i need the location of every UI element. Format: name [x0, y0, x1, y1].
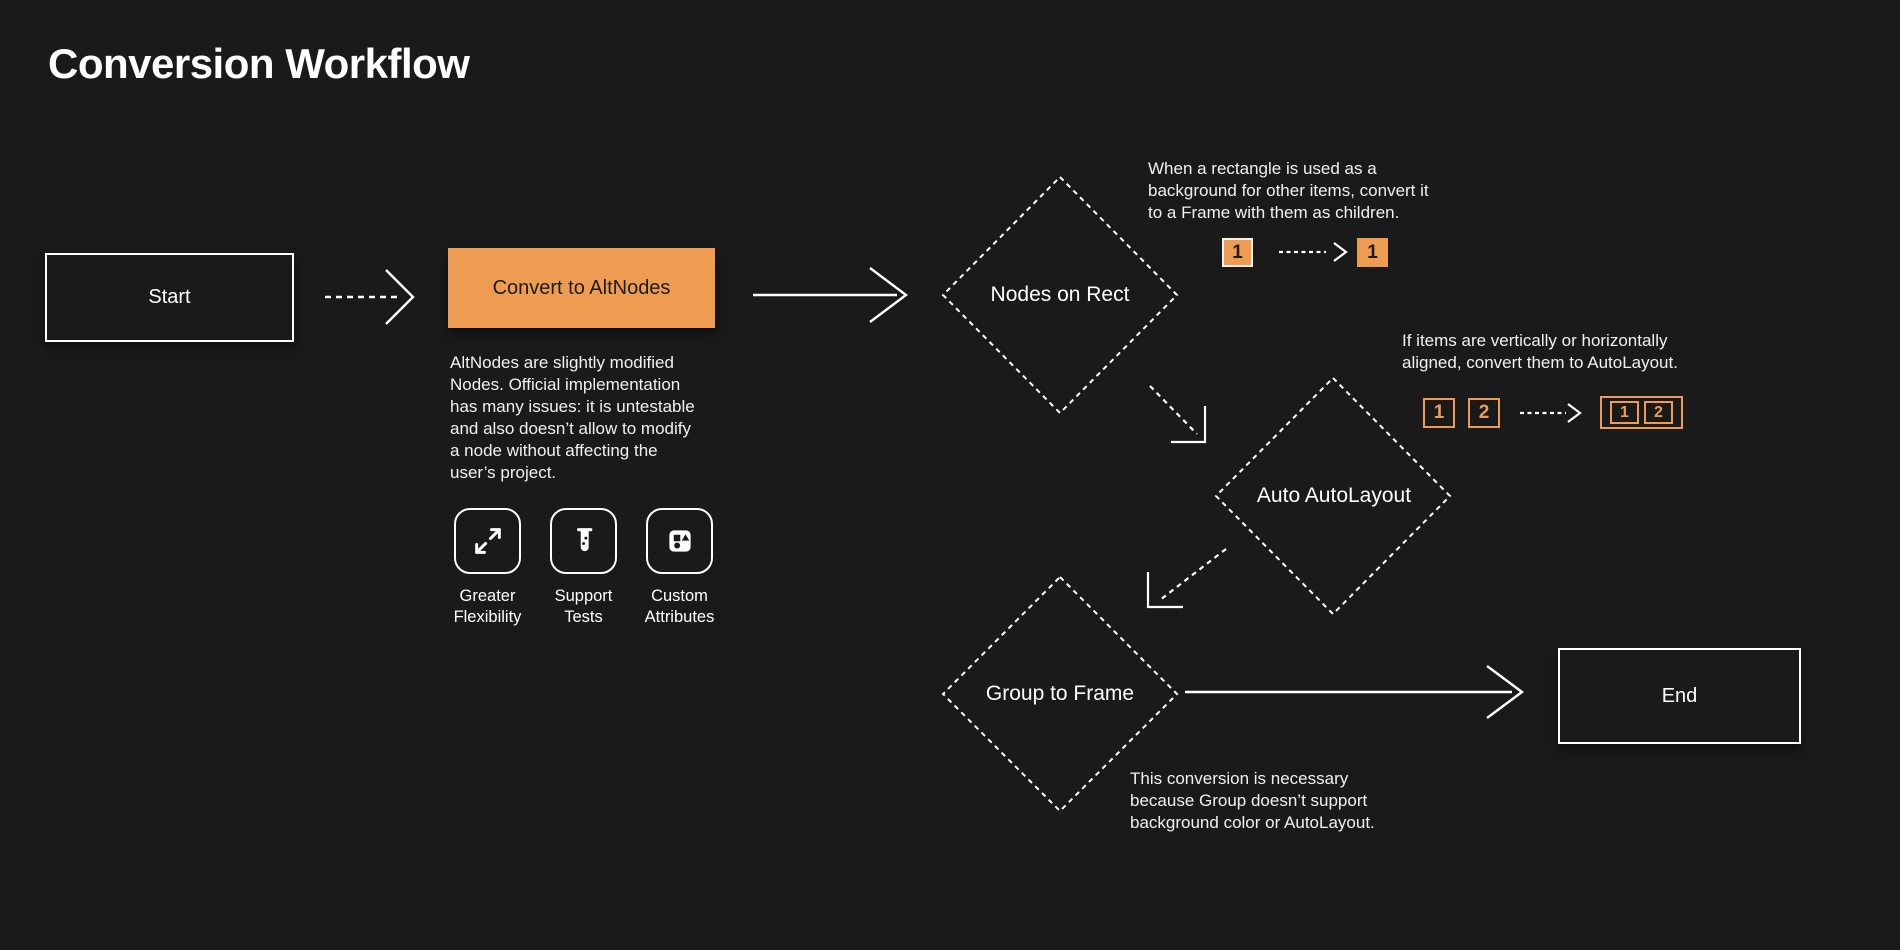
rect-note-text: When a rectangle is used as a background… [1148, 159, 1429, 222]
autolayout-after-box-2: 2 [1644, 401, 1673, 424]
feature-greater-flexibility: Greater Flexibility [444, 508, 531, 628]
group-to-frame-label: Group to Frame [985, 682, 1135, 705]
start-node-label: Start [148, 286, 191, 308]
end-node-label: End [1661, 684, 1698, 707]
autolayout-after-box-1: 1 [1610, 401, 1639, 424]
convert-node-label: Convert to AltNodes [492, 276, 671, 299]
arrow-convert-to-nodes-on-rect [753, 267, 908, 323]
convert-to-altnodes-node: Convert to AltNodes [448, 248, 715, 328]
end-node: End [1558, 648, 1801, 744]
feature-label: Greater Flexibility [453, 587, 522, 626]
group-note-text: This conversion is necessary because Gro… [1130, 769, 1375, 832]
autolayout-before-box-2: 2 [1468, 398, 1500, 428]
arrow-nodes-to-autolayout [1149, 385, 1207, 444]
auto-autolayout-label: Auto AutoLayout [1256, 484, 1412, 507]
altnodes-description: AltNodes are slightly modified Nodes. Of… [450, 353, 695, 482]
rect-note-after-box: 1 [1357, 238, 1388, 267]
nodes-on-rect-label: Nodes on Rect [990, 283, 1130, 306]
page-title: Conversion Workflow [48, 40, 470, 87]
shapes-icon [646, 508, 713, 574]
arrow-group-to-end [1185, 665, 1525, 719]
autolayout-note-text: If items are vertically or horizontally … [1402, 331, 1678, 372]
arrow-autolayout-note [1520, 403, 1582, 423]
test-tube-icon [550, 508, 617, 574]
arrow-autolayout-to-group [1146, 548, 1227, 609]
feature-label: Support Tests [554, 587, 613, 626]
start-node: Start [45, 253, 294, 342]
altnodes-feature-list: Greater Flexibility Support Tests [444, 508, 723, 628]
arrow-rect-note [1279, 242, 1348, 262]
feature-support-tests: Support Tests [540, 508, 627, 628]
expand-icon [454, 508, 521, 574]
autolayout-before-box-1: 1 [1423, 398, 1455, 428]
autolayout-after-group: 1 2 [1600, 396, 1683, 429]
arrow-start-to-convert [325, 269, 415, 325]
feature-custom-attributes: Custom Attributes [636, 508, 723, 628]
rect-note-before-box: 1 [1222, 238, 1253, 267]
feature-label: Custom Attributes [644, 587, 715, 626]
